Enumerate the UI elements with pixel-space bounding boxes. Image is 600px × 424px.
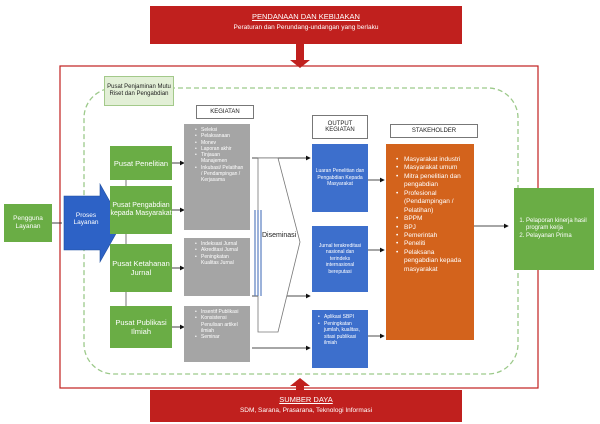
- center-community-service: Pusat Pengabdian kepada Masyarakat: [110, 186, 172, 234]
- output-item: Aplikasi SBPI: [318, 314, 364, 321]
- activity-item: Insentif Publikasi: [195, 309, 246, 316]
- stakeholder-item: Mitra penelitian dan pengabdian: [396, 173, 468, 190]
- activity-item: Indeksasi Jurnal: [195, 241, 246, 248]
- activity-item: Monev: [195, 140, 246, 147]
- stakeholder-item: Masyarakat industri: [396, 156, 468, 165]
- service-process-label: Proses Layanan: [73, 212, 99, 227]
- quality-center-label: Pusat Penjaminan Mutu Riset dan Pengabdi…: [104, 76, 174, 106]
- resources-arrow: [290, 378, 310, 392]
- activities-journal: Indeksasi JurnalAkreditasi JurnalPeningk…: [184, 238, 250, 296]
- dissemination-label: Diseminasi: [262, 232, 297, 239]
- stakeholder-item: Pelaksana pengabdian kepada masyarakat: [396, 249, 468, 274]
- output-item: Peningkatan jumlah, kualitas, sitasi pub…: [318, 321, 364, 347]
- activity-item: Konsistensi Penulisan artikel ilmiah: [195, 315, 246, 334]
- outcome-box: Pelaporan kinerja hasil program kerjaPel…: [514, 188, 594, 270]
- center-journal: Pusat Ketahanan Jurnal: [110, 244, 172, 292]
- service-user-box: Pengguna Layanan: [4, 204, 52, 242]
- stakeholder-item: Pemerintah: [396, 232, 468, 241]
- activity-item: Inkubasi/ Pelatihan / Pendampingan / Ker…: [195, 165, 246, 184]
- stakeholder-item: Profesional (Pendampingan / Pelatihan): [396, 190, 468, 215]
- center-research: Pusat Penelitian: [110, 146, 172, 180]
- funding-arrow: [290, 40, 310, 68]
- output-research: Luaran Penelitian dan Pengabdian Kepada …: [312, 144, 368, 212]
- activity-item: Seleksi: [195, 127, 246, 134]
- stakeholders-box: Masyarakat industriMasyarakat umumMitra …: [386, 144, 474, 340]
- service-process-arrow: [63, 182, 123, 264]
- stakeholder-item: BPPM: [396, 215, 468, 224]
- activity-item: Pelaksanaan: [195, 133, 246, 140]
- stakeholder-item: Peneliti: [396, 240, 468, 249]
- activity-item: Tinjauan Manajemen: [195, 152, 246, 165]
- activity-item: Peningkatan Kualitas Jurnal: [195, 254, 246, 267]
- output-journal: Jurnal terakreditasi nasional dan terind…: [312, 226, 368, 292]
- activity-item: Akreditasi Jurnal: [195, 247, 246, 254]
- activity-item: Laporan akhir: [195, 146, 246, 153]
- activity-item: Seminar: [195, 334, 246, 341]
- outcome-item: Pelaporan kinerja hasil program kerja: [526, 218, 594, 233]
- resources-banner: SUMBER DAYA SDM, Sarana, Prasarana, Tekn…: [150, 390, 462, 422]
- output-publication: Aplikasi SBPIPeningkatan jumlah, kualita…: [312, 310, 368, 368]
- resources-title: SUMBER DAYA: [279, 395, 333, 404]
- resources-subtitle: SDM, Sarana, Prasarana, Teknologi Inform…: [239, 407, 373, 414]
- outcome-item: Pelayanan Prima: [526, 233, 594, 241]
- funding-subtitle: Peraturan dan Perundang-undangan yang be…: [233, 24, 379, 31]
- activities-header: KEGIATAN: [196, 105, 254, 119]
- center-publication: Pusat Publikasi Ilmiah: [110, 306, 172, 348]
- funding-banner: PENDANAAN DAN KEBIJAKAN Peraturan dan Pe…: [150, 6, 462, 44]
- outputs-header: OUTPUT KEGIATAN: [312, 115, 368, 139]
- activities-research-community: SeleksiPelaksanaanMonevLaporan akhirTinj…: [184, 124, 250, 230]
- stakeholder-item: Masyarakat umum: [396, 164, 468, 173]
- stakeholder-header: STAKEHOLDER: [390, 124, 478, 138]
- stakeholder-item: BPJ: [396, 224, 468, 233]
- activities-publication: Insentif PublikasiKonsistensi Penulisan …: [184, 306, 250, 362]
- dissemination-arrow: [257, 157, 301, 333]
- funding-title: PENDANAAN DAN KEBIJAKAN: [252, 12, 360, 21]
